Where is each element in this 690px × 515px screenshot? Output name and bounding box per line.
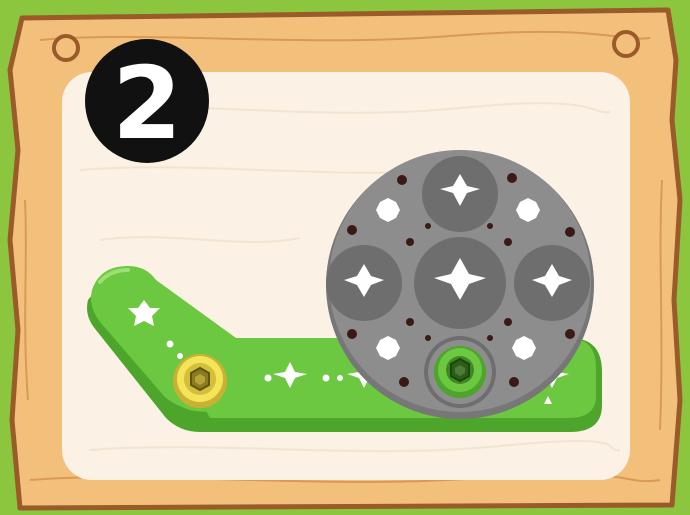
step-number-badge: 2: [85, 39, 209, 163]
step-number: 2: [112, 45, 182, 162]
screw-hole-right-icon: [614, 32, 638, 56]
screw-hole-left-icon: [54, 36, 78, 60]
gray-wheel-piece[interactable]: [326, 150, 594, 419]
green-nut-bolt[interactable]: [428, 340, 492, 404]
yellow-nut-bolt[interactable]: [173, 354, 227, 408]
